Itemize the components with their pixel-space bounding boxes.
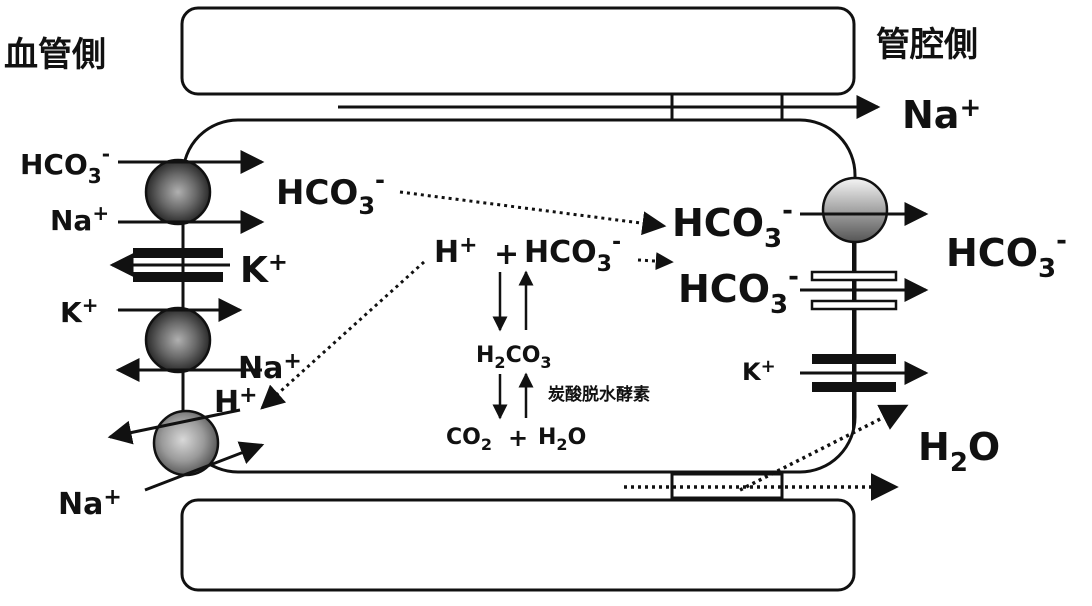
na-influx-arrow xyxy=(144,441,265,492)
co2-h2o-co-label: CO2 xyxy=(446,425,492,454)
na-k-pump xyxy=(144,306,212,374)
h-efflux-arrow xyxy=(107,408,241,445)
na-pump-label: Na+ xyxy=(238,349,302,386)
hco3-dotted-path xyxy=(399,190,667,236)
na-hco3-cotransporter xyxy=(144,158,212,226)
blood-side-label: 血管側 xyxy=(4,35,106,75)
tight-junction-bottom xyxy=(670,472,784,500)
na-nhe-label: Na+ xyxy=(58,485,122,522)
reaction-plus-water: + xyxy=(508,424,528,452)
hco3-dotted-path-2 xyxy=(637,252,674,271)
hco3-apical-exchanger xyxy=(821,176,889,244)
h-dotted-path xyxy=(260,260,426,410)
lumen-side-label: 管腔側 xyxy=(876,25,978,65)
lower-neighbor-cell xyxy=(180,498,856,592)
na-basolateral-label: Na+ xyxy=(50,201,109,237)
carbonic-anhydrase-label: 炭酸脱水酵素 xyxy=(548,384,650,405)
water-dotted-path xyxy=(739,404,909,492)
h2o-lumen-label: H2O xyxy=(918,425,1000,478)
apical-membrane-segment xyxy=(852,200,855,430)
na-lumen-label: Na+ xyxy=(902,93,981,137)
hco3-apical-label-2: HCO3- xyxy=(678,262,799,320)
upper-neighbor-cell xyxy=(180,6,856,96)
hco3-intracellular-label: HCO3- xyxy=(276,166,385,220)
hco3-apical-channel xyxy=(810,270,898,311)
reaction-plus: + xyxy=(494,237,519,272)
k-apical-channel xyxy=(812,354,896,392)
reaction-hco3-label: HCO3- xyxy=(524,230,621,277)
hco3-lumen-label: HCO3- xyxy=(946,226,1067,284)
hco3-basolateral-label: HCO3- xyxy=(20,142,110,188)
h2co3-label: H2CO3 xyxy=(476,343,552,372)
hco3-apical-label-1: HCO3- xyxy=(672,196,793,254)
reaction-h-label: H+ xyxy=(434,233,478,270)
h-nhe-label: H+ xyxy=(214,383,258,420)
k-apical-label: K+ xyxy=(742,356,776,386)
k-pump-label: K+ xyxy=(60,293,98,329)
k-channel-label: K+ xyxy=(240,248,288,291)
k-channel-basolateral xyxy=(133,248,223,282)
reaction-h2o-label: H2O xyxy=(538,425,586,454)
